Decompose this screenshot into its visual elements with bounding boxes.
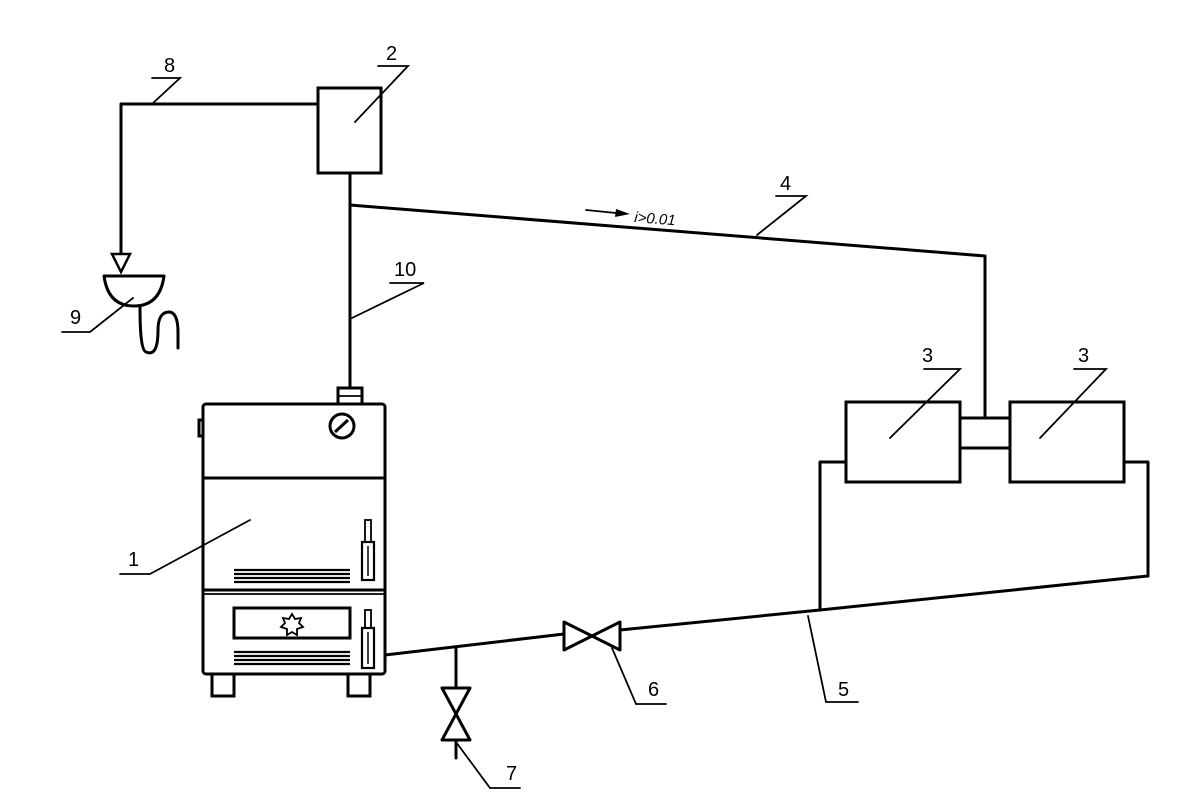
label-riser-pipe: 10: [394, 259, 416, 281]
label-radiator-right: 3: [1078, 345, 1089, 367]
leader-lines: [61, 65, 1109, 789]
label-supply-pipe: 4: [780, 173, 791, 195]
flow-arrow-icon: [109, 252, 133, 275]
slope-note: i>0.01: [634, 209, 677, 229]
label-boiler: 1: [128, 549, 139, 571]
slope-arrow-icon: [585, 209, 630, 217]
drain-valve: [440, 646, 472, 760]
pressure-gauge-icon: [328, 412, 356, 440]
boiler: [197, 386, 387, 698]
return-pipe: [383, 632, 566, 657]
thermometer-upper-icon: [360, 519, 376, 582]
label-return-pipe: 5: [838, 679, 849, 701]
radiator-connector: [958, 416, 1012, 450]
radiator-right: [1008, 400, 1126, 484]
vent-grille-lower: [234, 650, 350, 666]
label-drain-funnel: 9: [70, 307, 81, 329]
supply-pipe: [348, 203, 987, 420]
label-radiator-left: 3: [922, 345, 933, 367]
label-overflow-pipe: 8: [164, 55, 175, 77]
valve-icon: [562, 620, 594, 652]
return-pipe-main: [618, 574, 1150, 632]
flame-icon: [279, 612, 305, 637]
radiator-group: [818, 400, 1150, 612]
label-expansion-tank: 2: [386, 43, 397, 65]
return-valve: [562, 620, 622, 652]
label-drain-valve: 7: [506, 763, 517, 785]
overflow-pipe: [109, 102, 320, 275]
label-return-valve: 6: [648, 679, 659, 701]
expansion-tank: [316, 86, 383, 175]
thermometer-lower-icon: [360, 609, 376, 670]
drain-funnel: [102, 274, 180, 355]
vent-grille-upper: [234, 568, 350, 584]
valve-icon: [440, 686, 472, 716]
callout-labels: 1 2 3 3 4 5 6 7 8 9 10 i>0.01: [70, 43, 1089, 785]
radiator-left: [844, 400, 962, 484]
